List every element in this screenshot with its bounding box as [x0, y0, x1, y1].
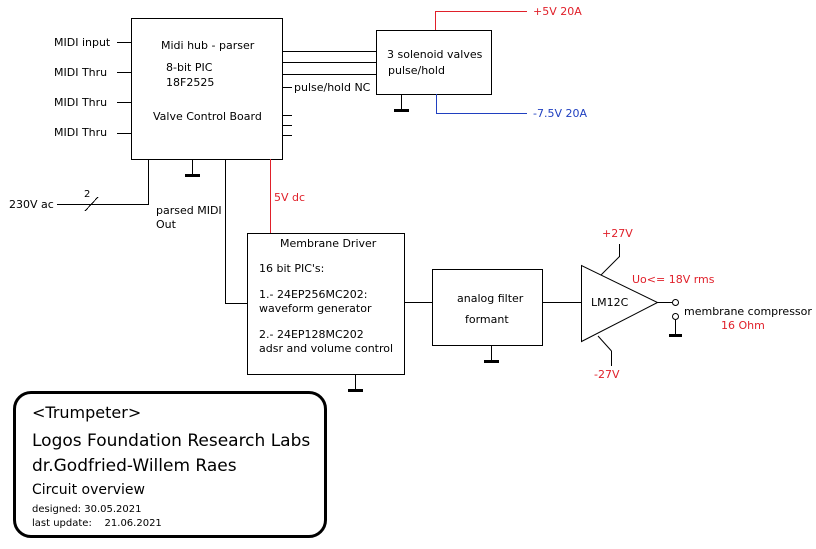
- valve-board-chip: 8-bit PIC: [166, 61, 213, 74]
- valve-control-board-box: [131, 18, 283, 160]
- filter-type-label: formant: [465, 313, 509, 326]
- title-block: <Trumpeter> Logos Foundation Research La…: [13, 391, 327, 538]
- document-title: Circuit overview: [32, 482, 145, 498]
- membrane-driver-chips: 16 bit PIC's:: [259, 262, 325, 275]
- filter-label: analog filter: [457, 292, 524, 305]
- analog-filter-box: [432, 269, 543, 346]
- membrane-driver-box: [247, 233, 405, 375]
- pos-supply-label: +5V 20A: [533, 5, 582, 18]
- wire-count-label: 2: [84, 189, 91, 200]
- parsed-midi-wire: [225, 159, 247, 304]
- load-impedance-label: 16 Ohm: [721, 319, 765, 332]
- valve-board-title: Midi hub - parser: [161, 39, 255, 52]
- membrane-driver-title: Membrane Driver: [280, 237, 377, 250]
- valve-board-name: Valve Control Board: [153, 110, 262, 123]
- mains-wire: [57, 159, 149, 205]
- amp-pos-supply-label: +27V: [602, 227, 633, 240]
- midi-input-label: MIDI input: [54, 36, 111, 49]
- midi-thru-label: MIDI Thru: [54, 126, 108, 139]
- chip-2-function: adsr and volume control: [259, 342, 394, 355]
- chip-2-part: 2.- 24EP128MC202: [259, 328, 364, 341]
- amplifier-label: LM12C: [591, 296, 629, 309]
- parsed-midi-label-2: Out: [156, 218, 176, 231]
- midi-thru-label: MIDI Thru: [54, 96, 108, 109]
- output-terminal-ground: [672, 313, 679, 320]
- organization: Logos Foundation Research Labs: [32, 431, 311, 451]
- chip-1-function: waveform generator: [259, 302, 372, 315]
- nc-output-label: pulse/hold NC: [294, 81, 371, 94]
- chip-1-part: 1.- 24EP256MC202:: [259, 288, 368, 301]
- plus-5v-supply-wire: [435, 11, 527, 30]
- minus-7v5-supply-wire: [436, 94, 527, 114]
- load-label: membrane compressor: [684, 305, 812, 318]
- amp-neg-supply-label: -27V: [594, 368, 620, 381]
- neg-supply-diag: [597, 335, 612, 352]
- pos-supply-diag: [600, 256, 620, 276]
- output-spec-label: Uo<= 18V rms: [632, 273, 715, 286]
- midi-thru-label: MIDI Thru: [54, 66, 108, 79]
- valve-board-chip-part: 18F2525: [166, 76, 215, 89]
- project-name: <Trumpeter>: [32, 403, 142, 422]
- 5v-dc-label: 5V dc: [274, 191, 306, 204]
- designed-date: designed: 30.05.2021: [32, 504, 142, 515]
- mains-label: 230V ac: [9, 198, 54, 211]
- wire-count-slash: [84, 196, 99, 212]
- parsed-midi-label: parsed MIDI: [156, 204, 222, 217]
- solenoid-mode-label: pulse/hold: [388, 64, 445, 77]
- output-terminal-hot: [672, 299, 679, 306]
- last-update-date: last update: 21.06.2021: [32, 518, 162, 529]
- solenoid-valves-box: [376, 30, 492, 95]
- solenoid-label: 3 solenoid valves: [387, 48, 483, 61]
- author: dr.Godfried-Willem Raes: [32, 456, 237, 476]
- lm12c-amplifier-symbol: [581, 264, 659, 343]
- neg-supply-label: -7.5V 20A: [533, 107, 588, 120]
